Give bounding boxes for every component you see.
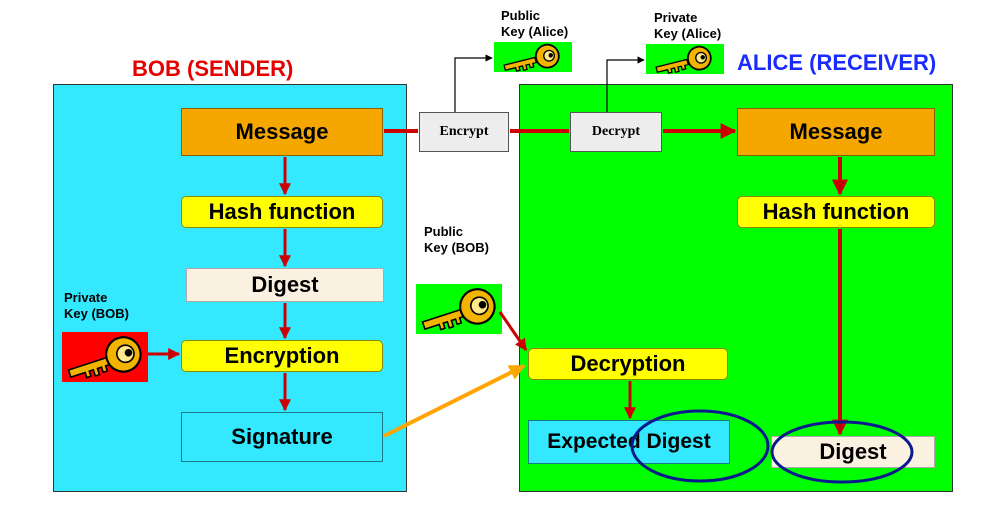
key-icon <box>494 42 572 72</box>
key-icon-graphic <box>655 45 712 74</box>
public-key-bob-label-line1: Public <box>424 224 464 239</box>
receiver-hash-function-box: Hash function <box>737 196 935 228</box>
receiver-expected-digest-box: Expected Digest <box>528 420 730 464</box>
connector-public-key-alice <box>454 54 493 112</box>
private-key-bob-label-line1: Private <box>64 290 108 305</box>
connector-private-key-alice <box>606 56 645 112</box>
public-key-bob-label: Public Key (BOB) <box>424 224 489 256</box>
sender-encryption-box: Encryption <box>181 340 383 372</box>
arrow-signature-to-decryption <box>383 364 526 438</box>
sender-signature-box: Signature <box>181 412 383 462</box>
sender-title: BOB (SENDER) <box>132 56 294 81</box>
public-key-bob-label-line2: Key (BOB) <box>424 240 490 255</box>
key-icon <box>62 332 148 382</box>
highlight-ellipse-digest <box>770 420 914 484</box>
receiver-message-box: Message <box>737 108 935 156</box>
arrow-public-key-bob-to-decryption <box>498 311 528 351</box>
public-key-alice-label-line2: Key (Alice) <box>501 24 569 39</box>
private-key-bob-label: Private Key (BOB) <box>64 290 129 322</box>
sender-digest-box: Digest <box>186 268 384 302</box>
private-key-bob-label-line2: Key (BOB) <box>64 306 130 321</box>
key-icon-graphic <box>503 43 560 72</box>
sender-hash-function-box: Hash function <box>181 196 383 228</box>
key-icon <box>646 44 724 74</box>
public-key-alice-label: Public Key (Alice) <box>501 8 568 40</box>
encrypt-box: Encrypt <box>419 112 509 152</box>
private-key-alice-label-line1: Private <box>654 10 698 25</box>
decrypt-box: Decrypt <box>570 112 662 152</box>
private-key-alice-label-line2: Key (Alice) <box>654 26 722 41</box>
key-icon <box>416 284 502 334</box>
key-icon-graphic <box>421 288 496 331</box>
private-key-alice-label: Private Key (Alice) <box>654 10 721 42</box>
highlight-ellipse-expected-digest <box>630 409 770 483</box>
public-key-alice-label-line1: Public <box>501 8 541 23</box>
sender-message-box: Message <box>181 108 383 156</box>
key-icon-graphic <box>67 336 142 379</box>
receiver-title: ALICE (RECEIVER) <box>737 50 937 75</box>
receiver-decryption-box: Decryption <box>528 348 728 380</box>
